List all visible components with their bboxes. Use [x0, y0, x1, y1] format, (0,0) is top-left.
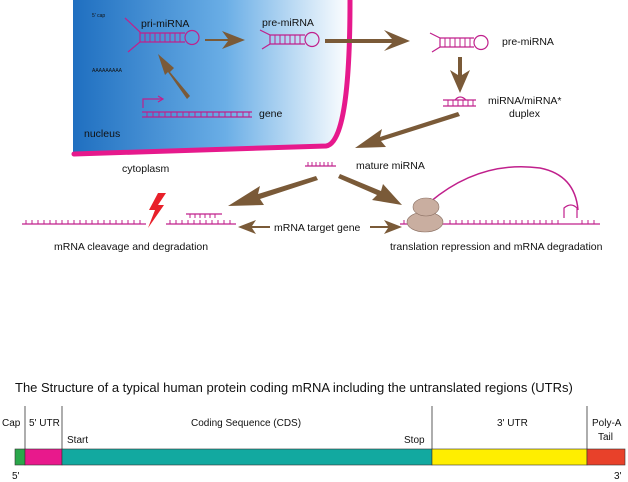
cds-start-label: Start	[67, 435, 88, 446]
lightning-icon	[148, 193, 166, 228]
duplex-label-line1: miRNA/miRNA*	[488, 95, 562, 107]
arrow-target-left	[238, 220, 270, 234]
ribosome-icon	[406, 197, 444, 233]
nucleus-label: nucleus	[84, 128, 120, 140]
cap-label: 5' cap	[92, 13, 105, 19]
pre-mirna-cytoplasm-structure	[429, 32, 489, 53]
cleavage-label: mRNA cleavage and degradation	[54, 241, 208, 253]
cytoplasm-label: cytoplasm	[122, 163, 170, 175]
pri-mirna-rungs	[144, 33, 181, 42]
pre-mirna-nucleus-structure	[259, 29, 320, 50]
repression-label: translation repression and mRNA degradat…	[390, 241, 603, 253]
nucleus-membrane	[71, 0, 353, 157]
arrow-pre-to-duplex	[450, 57, 470, 93]
arrow-pri-to-pre	[205, 31, 245, 49]
gene-structure	[142, 95, 252, 118]
mature-mirna-label: mature miRNA	[356, 160, 425, 172]
mrna-structure-title: The Structure of a typical human protein…	[15, 380, 573, 395]
pri-mirna-structure	[124, 17, 200, 53]
pathway-arrows	[158, 30, 470, 234]
mrna-structure-bar	[14, 406, 626, 466]
arrow-mature-to-repression	[338, 174, 402, 205]
segment-5utr	[24, 448, 63, 466]
segment-polya	[586, 448, 626, 466]
end-5-label: 5'	[12, 471, 20, 482]
repression-structure	[400, 165, 600, 233]
segment-cap-label: Cap	[2, 418, 21, 429]
segment-cap	[14, 448, 26, 466]
segment-5utr-label: 5' UTR	[29, 418, 60, 429]
duplex-structure	[443, 96, 476, 107]
mrna-target-gene-label: mRNA target gene	[274, 222, 361, 234]
segment-3utr	[431, 448, 588, 466]
poly-a-label: AAAAAAAAA	[92, 68, 123, 74]
pre-mirna-nucleus-label: pre-miRNA	[262, 17, 314, 29]
arrow-target-right	[370, 220, 402, 234]
pre-mirna-cytoplasm-label: pre-miRNA	[502, 36, 554, 48]
segment-cds	[61, 448, 433, 466]
gene-label: gene	[259, 108, 283, 120]
arrow-mature-to-cleavage	[228, 176, 318, 206]
end-3-label: 3'	[614, 471, 622, 482]
cds-stop-label: Stop	[404, 435, 425, 446]
segment-cds-label: Coding Sequence (CDS)	[191, 418, 301, 429]
segment-3utr-label: 3' UTR	[497, 418, 528, 429]
segment-polya-label2: Tail	[598, 432, 613, 443]
nucleus-region	[71, 0, 353, 157]
cleavage-mrna-structure	[22, 213, 236, 225]
arrow-pre-export	[325, 30, 410, 51]
pri-mirna-label: pri-miRNA	[141, 18, 189, 30]
mature-mirna-structure	[305, 162, 336, 167]
arrow-gene-to-primirna	[158, 54, 190, 99]
duplex-label-line2: duplex	[509, 108, 541, 120]
arrow-duplex-to-mature	[355, 112, 460, 148]
segment-polya-label: Poly-A	[592, 418, 622, 429]
